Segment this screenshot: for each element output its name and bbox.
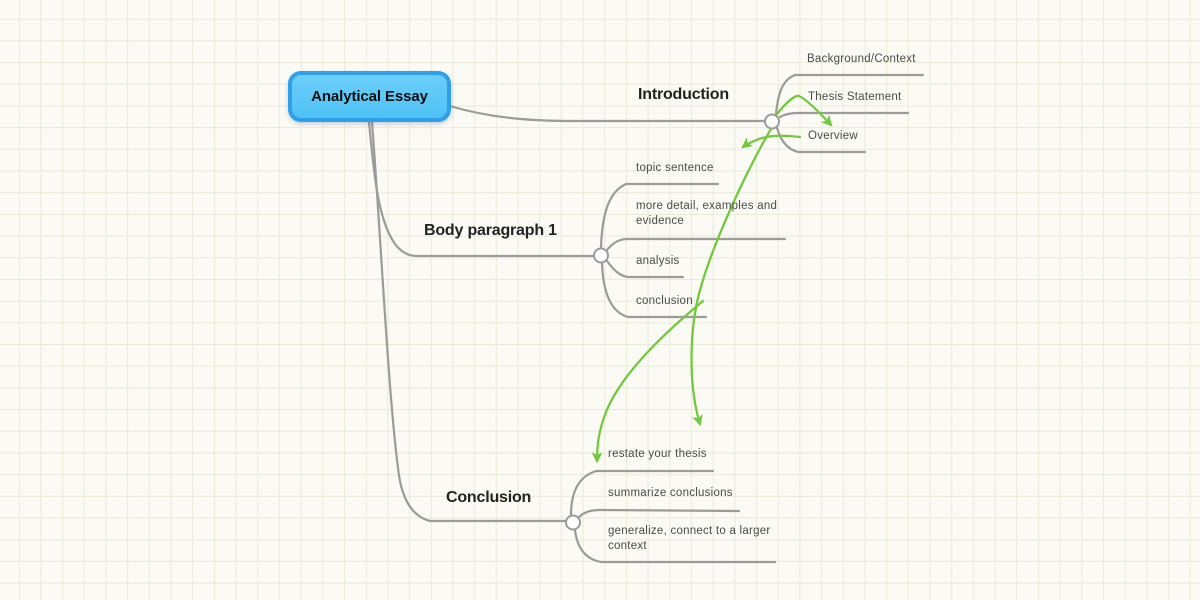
branch-line-conclusion-to-restate bbox=[569, 469, 715, 517]
child-node-background-context[interactable]: Background/Context bbox=[807, 53, 916, 65]
connection-arrows bbox=[591, 94, 833, 464]
branch-lines bbox=[367, 73, 925, 564]
branch-line-body-to-conclusion-child bbox=[600, 261, 708, 319]
branch-node-conclusion[interactable]: Conclusion bbox=[446, 489, 532, 506]
branch-node-body-paragraph-1[interactable]: Body paragraph 1 bbox=[424, 222, 557, 239]
child-node-restate-your-thesis[interactable]: restate your thesis bbox=[608, 448, 707, 460]
child-node-generalize-context[interactable]: generalize, connect to a larger context bbox=[608, 525, 771, 552]
branch-line-introduction-to-thesis bbox=[778, 111, 910, 119]
branch-line-introduction-to-overview bbox=[775, 126, 867, 154]
root-node-analytical-essay[interactable]: Analytical Essay bbox=[288, 71, 451, 122]
branch-line-body-to-topic-sentence bbox=[599, 182, 720, 250]
collapse-handle-introduction[interactable] bbox=[764, 113, 780, 130]
collapse-handle-conclusion[interactable] bbox=[565, 514, 581, 531]
branch-line-root-to-introduction bbox=[448, 104, 766, 123]
child-node-more-detail[interactable]: more detail, examples and evidence bbox=[636, 200, 778, 227]
child-node-overview[interactable]: Overview bbox=[808, 130, 858, 142]
branch-line-root-to-body-paragraph-1 bbox=[367, 120, 595, 258]
connection-arrow-conclusion-child-to-restate[interactable] bbox=[591, 299, 705, 464]
connection-arrow-introduction-to-restate[interactable] bbox=[690, 127, 773, 427]
connection-arrow-overview-to-body[interactable] bbox=[741, 134, 802, 149]
child-node-conclusion-child[interactable]: conclusion bbox=[636, 295, 693, 307]
child-node-analysis[interactable]: analysis bbox=[636, 255, 680, 267]
root-node-label: Analytical Essay bbox=[311, 88, 428, 105]
branch-line-conclusion-to-generalize bbox=[573, 528, 777, 564]
branch-line-body-to-more-detail bbox=[605, 237, 787, 252]
child-node-topic-sentence[interactable]: topic sentence bbox=[636, 162, 714, 174]
branch-line-root-to-conclusion bbox=[370, 120, 567, 523]
collapse-handle-body-paragraph-1[interactable] bbox=[593, 247, 609, 264]
branch-line-body-to-analysis bbox=[605, 259, 685, 279]
branch-node-introduction[interactable]: Introduction bbox=[638, 86, 729, 103]
branch-line-introduction-to-background bbox=[774, 73, 925, 116]
branch-line-conclusion-to-summarize bbox=[577, 508, 741, 519]
child-node-summarize-conclusions[interactable]: summarize conclusions bbox=[608, 487, 733, 499]
child-node-thesis-statement[interactable]: Thesis Statement bbox=[808, 91, 902, 103]
connection-arrow-thesis-to-overview[interactable] bbox=[775, 94, 833, 127]
